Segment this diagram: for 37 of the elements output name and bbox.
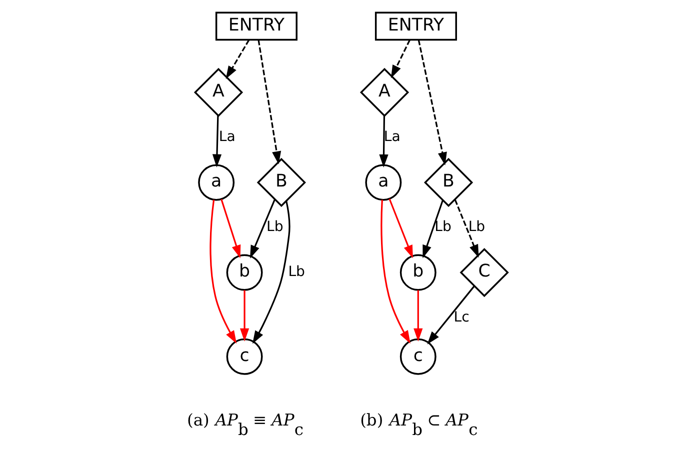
node-circle: c bbox=[400, 338, 436, 375]
node-circle: b bbox=[400, 254, 436, 291]
arrow bbox=[379, 116, 388, 168]
node-circle: a bbox=[198, 164, 235, 201]
arrow bbox=[388, 198, 413, 258]
arrow bbox=[252, 201, 290, 344]
arrow bbox=[390, 40, 410, 78]
arrow bbox=[212, 115, 222, 168]
arrow bbox=[240, 290, 250, 342]
node-box: ENTRY bbox=[374, 12, 457, 41]
arrow bbox=[414, 290, 423, 342]
node-diamond: A bbox=[360, 68, 410, 117]
arrow bbox=[210, 200, 237, 344]
edge-label: La bbox=[384, 129, 400, 146]
node-circle: a bbox=[365, 164, 402, 201]
node-box: ENTRY bbox=[215, 12, 298, 41]
arrow bbox=[380, 200, 410, 344]
node-diamond: B bbox=[256, 158, 306, 208]
node-circle: b bbox=[226, 254, 263, 291]
edge-label: Lb bbox=[468, 219, 486, 236]
edge-label: Lc bbox=[454, 309, 470, 326]
arrow bbox=[454, 199, 479, 258]
arrow bbox=[220, 199, 241, 258]
arrow bbox=[226, 40, 250, 80]
arrow bbox=[250, 198, 276, 258]
edge-label: La bbox=[218, 129, 236, 146]
node-diamond: B bbox=[424, 158, 474, 208]
node-circle: c bbox=[226, 338, 263, 375]
arrow bbox=[422, 200, 444, 258]
arrow bbox=[258, 40, 282, 164]
node-diamond: C bbox=[460, 248, 509, 298]
arrow bbox=[418, 40, 447, 166]
arrow bbox=[427, 286, 475, 344]
edge-label: Lb bbox=[288, 264, 306, 280]
edge-label: Lb bbox=[434, 219, 452, 236]
edge-label: Lb bbox=[266, 219, 284, 236]
node-diamond: A bbox=[194, 68, 244, 117]
